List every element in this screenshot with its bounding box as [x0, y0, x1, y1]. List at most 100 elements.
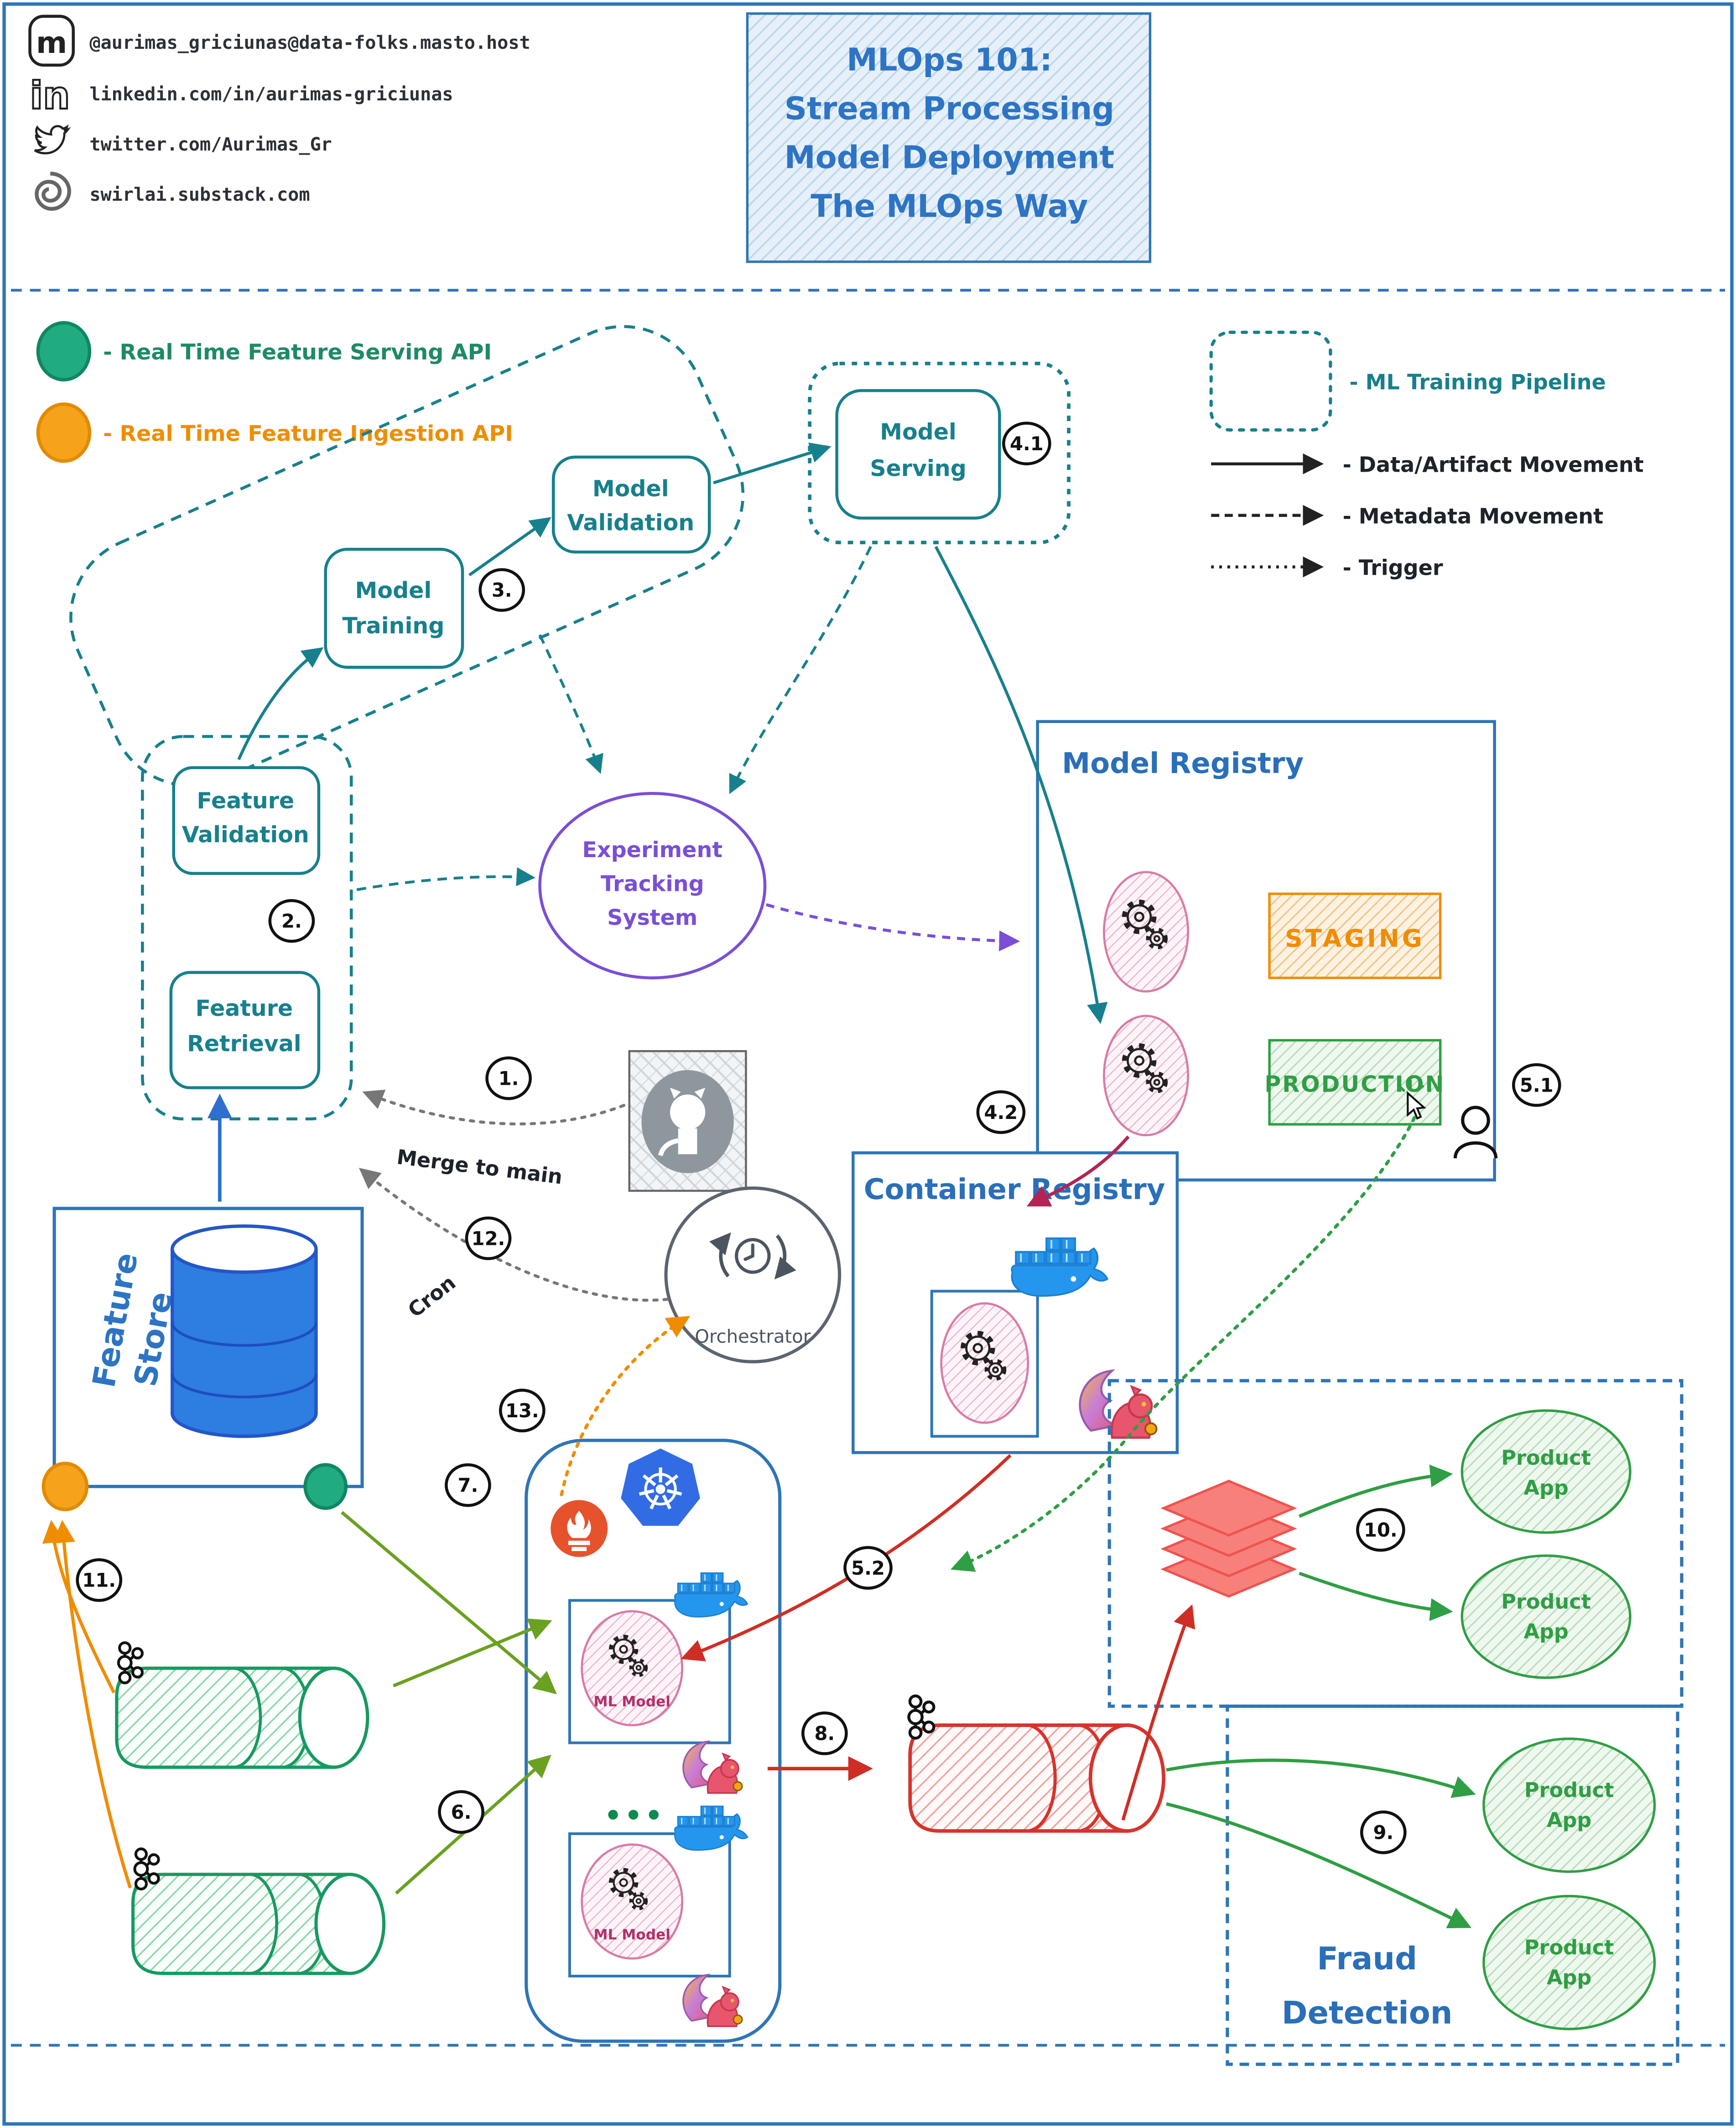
linkedin-icon: in [29, 73, 71, 119]
arrow-validation-to-serving [713, 442, 832, 484]
step-12: 12. [465, 1216, 512, 1260]
svg-text:7.: 7. [458, 1474, 478, 1497]
arrow-layers-to-app1 [1299, 1464, 1453, 1518]
serving-api-port [303, 1463, 348, 1510]
product-app-label: Product [1524, 1779, 1614, 1802]
feature-layers-icon [1160, 1479, 1297, 1598]
product-app-label: Product [1501, 1446, 1591, 1470]
model-serving-label-2: Serving [870, 455, 967, 482]
trigger-merge-to-main [362, 1089, 626, 1126]
step-5-2: 5.2 [843, 1546, 893, 1590]
step-7: 7. [445, 1463, 491, 1507]
feature-retrieval-label-1: Feature [195, 995, 293, 1021]
svg-text:11.: 11. [82, 1569, 116, 1592]
step-5-1: 5.1 [1512, 1063, 1561, 1107]
ml-pipeline-label: - ML Training Pipeline [1349, 369, 1606, 394]
step-10: 10. [1356, 1508, 1405, 1552]
arrow-topic2-to-ingestion [52, 1519, 132, 1889]
orchestrator-label: Orchestrator [695, 1326, 811, 1347]
step-13: 13. [499, 1389, 546, 1433]
twitter-handle: twitter.com/Aurimas_Gr [89, 134, 332, 155]
feature-retrieval-label-2: Retrieval [187, 1030, 301, 1056]
svg-text:12.: 12. [472, 1227, 505, 1249]
model-validation-label-1: Model [593, 475, 669, 502]
step-4-1: 4.1 [1002, 421, 1051, 466]
fraud-detection-label-1: Fraud [1317, 1941, 1417, 1977]
svg-text:6.: 6. [451, 1801, 472, 1823]
data-artifact-label: - Data/Artifact Movement [1343, 453, 1644, 477]
feature-topic-2 [131, 1849, 386, 1975]
step-2: 2. [268, 899, 315, 943]
ets-label-3: System [607, 905, 697, 931]
more-replicas-dots [608, 1810, 659, 1820]
step-3: 3. [478, 568, 525, 612]
svg-text:m: m [36, 26, 67, 60]
production-label[interactable]: PRODUCTION [1264, 1071, 1445, 1097]
mastodon-handle: @aurimas_griciunas@data-folks.masto.host [89, 32, 530, 53]
arrow-topic1-to-ingestion [42, 1519, 116, 1694]
title-line-2: Stream Processing [785, 91, 1114, 127]
svg-text:10.: 10. [1364, 1519, 1398, 1541]
ets-label-2: Tracking [601, 871, 704, 896]
product-app-2: Product App [1461, 1554, 1632, 1679]
node-model-validation: Model Validation [551, 455, 711, 554]
arrow-pipeline-to-ets [538, 634, 603, 774]
linkedin-handle: linkedin.com/in/aurimas-griciunas [89, 84, 453, 105]
svg-text:5.2: 5.2 [851, 1557, 885, 1579]
ml-model-container-2: ML Model [568, 1805, 748, 2027]
svg-text:13.: 13. [505, 1400, 539, 1422]
fraud-detection-box: Fraud Detection Product App Product App [1226, 1704, 1679, 2066]
arrow-layers-to-app2 [1299, 1571, 1453, 1621]
step-1: 1. [485, 1056, 532, 1100]
social-block: m @aurimas_griciunas@data-folks.masto.ho… [28, 15, 530, 211]
model-training-label-2: Training [342, 612, 444, 639]
serving-api-label: - Real Time Feature Serving API [103, 340, 492, 365]
github-icon [628, 1050, 747, 1192]
ml-model-label: ML Model [593, 1927, 670, 1943]
feature-validation-label-1: Feature [197, 787, 294, 814]
product-app-1: Product App [1461, 1409, 1632, 1534]
node-model-registry: Model Registry STAGING PRODUCTION [1036, 720, 1496, 1181]
product-app-3: Product App [1482, 1738, 1656, 1873]
ingestion-api-port [42, 1462, 89, 1511]
product-app-label: App [1547, 1808, 1591, 1832]
arrow-topic-to-layers [1121, 1604, 1195, 1821]
legend-right: - ML Training Pipeline - Data/Artifact M… [1209, 330, 1644, 580]
title-box-bg [746, 12, 1152, 263]
product-app-label: Product [1524, 1935, 1614, 1959]
arrow-topic-to-fraudapp2 [1166, 1802, 1472, 1929]
mastodon-icon: m [28, 15, 75, 67]
svg-text:in: in [30, 73, 70, 118]
node-model-serving: Model Serving [808, 361, 1071, 545]
trigger-cron [359, 1168, 669, 1302]
substack-handle: swirlai.substack.com [89, 184, 310, 205]
legend-left: - Real Time Feature Serving API - Real T… [36, 321, 513, 463]
ml-model-container-1: ML Model [568, 1572, 748, 1794]
title-line-1: MLOps 101: [847, 42, 1052, 78]
trigger-k8s-to-orchestrator [560, 1316, 691, 1497]
arrow-serving-to-ets [729, 546, 872, 794]
svg-text:1.: 1. [499, 1067, 519, 1090]
step-4-2: 4.2 [976, 1090, 1026, 1134]
product-app-label: App [1523, 1620, 1568, 1644]
feature-pipeline-container [141, 735, 353, 1121]
arrow-registry-to-containerregistry [1026, 1135, 1130, 1207]
model-validation-label-2: Validation [567, 510, 694, 536]
svg-text:9.: 9. [1373, 1821, 1393, 1844]
ingestion-api-label: - Real Time Feature Ingestion API [103, 421, 513, 446]
node-orchestrator: Orchestrator [664, 1186, 842, 1363]
title-line-4: The MLOps Way [811, 189, 1088, 225]
substack-swirl-icon [35, 172, 71, 211]
prometheus-icon [551, 1500, 608, 1557]
svg-text:5.1: 5.1 [1520, 1074, 1554, 1096]
feature-validation-label-2: Validation [182, 821, 309, 848]
svg-text:4.1: 4.1 [1010, 432, 1044, 455]
node-feature-retrieval: Feature Retrieval [169, 971, 321, 1089]
step-11: 11. [76, 1558, 123, 1602]
product-app-4: Product App [1482, 1894, 1656, 2030]
product-apps-box: Product App Product App [1107, 1379, 1684, 1708]
metadata-label: - Metadata Movement [1343, 504, 1604, 529]
arrow-featurepipe-to-ets [356, 867, 535, 891]
arrow-ets-to-registry [766, 903, 1020, 952]
